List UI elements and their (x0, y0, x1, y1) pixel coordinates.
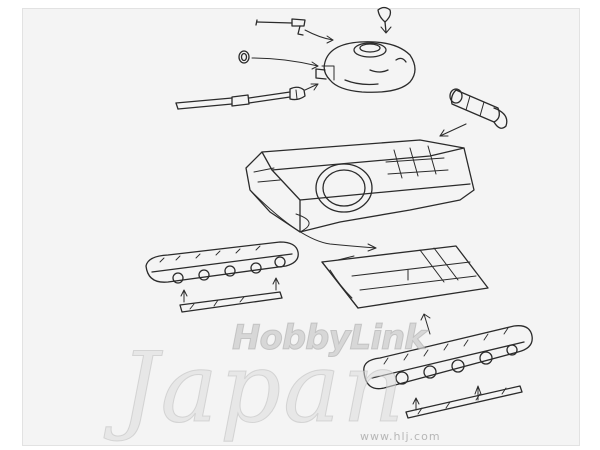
watermark-script: Japan (119, 332, 407, 445)
hull-lower-tub-part (321, 245, 489, 309)
cupola-part (377, 6, 392, 34)
paper-sheet (22, 8, 580, 446)
left-fender-part (179, 291, 283, 313)
antenna-part (255, 18, 334, 44)
watermark-brand: HobbyLink (232, 318, 428, 359)
left-track-part (145, 241, 299, 303)
turret-part (315, 41, 416, 93)
gun-barrel-part (175, 83, 319, 110)
searchlight-part (238, 50, 319, 70)
fuel-drum-part (439, 88, 508, 137)
hull-upper-deck-part (245, 139, 475, 252)
right-fender-part (405, 385, 523, 419)
right-track-part (363, 313, 533, 411)
watermark-url: www.hlj.com (360, 430, 441, 443)
